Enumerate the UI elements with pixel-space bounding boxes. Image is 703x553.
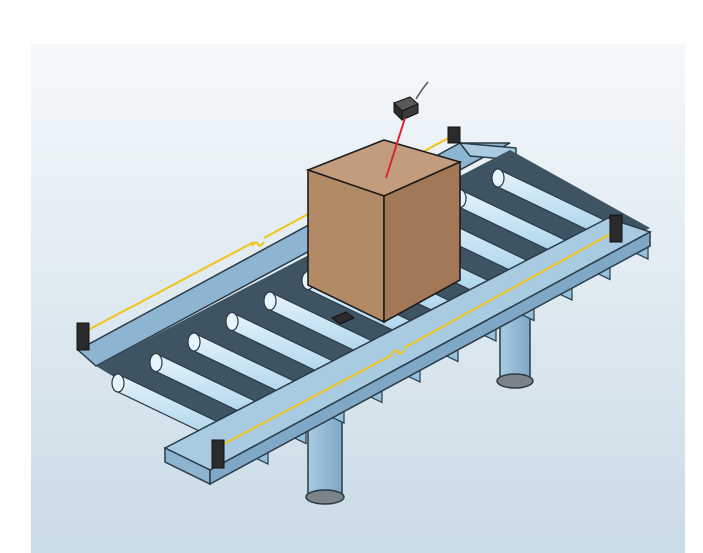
photoelectric-sensor-icon bbox=[609, 214, 623, 243]
photoelectric-sensor-icon bbox=[76, 322, 90, 351]
cardboard-box bbox=[305, 139, 463, 324]
laser-sensor-icon bbox=[393, 81, 429, 122]
light-curtain-beam-front bbox=[219, 231, 615, 447]
photoelectric-sensor-icon bbox=[447, 126, 461, 144]
laser-beam bbox=[385, 117, 406, 179]
box-side-face bbox=[383, 160, 461, 324]
barcode-label-icon bbox=[331, 311, 355, 325]
photoelectric-sensor-icon bbox=[211, 439, 225, 469]
conveyor-front-rail bbox=[163, 217, 652, 486]
conveyor-leg-front bbox=[305, 404, 345, 505]
